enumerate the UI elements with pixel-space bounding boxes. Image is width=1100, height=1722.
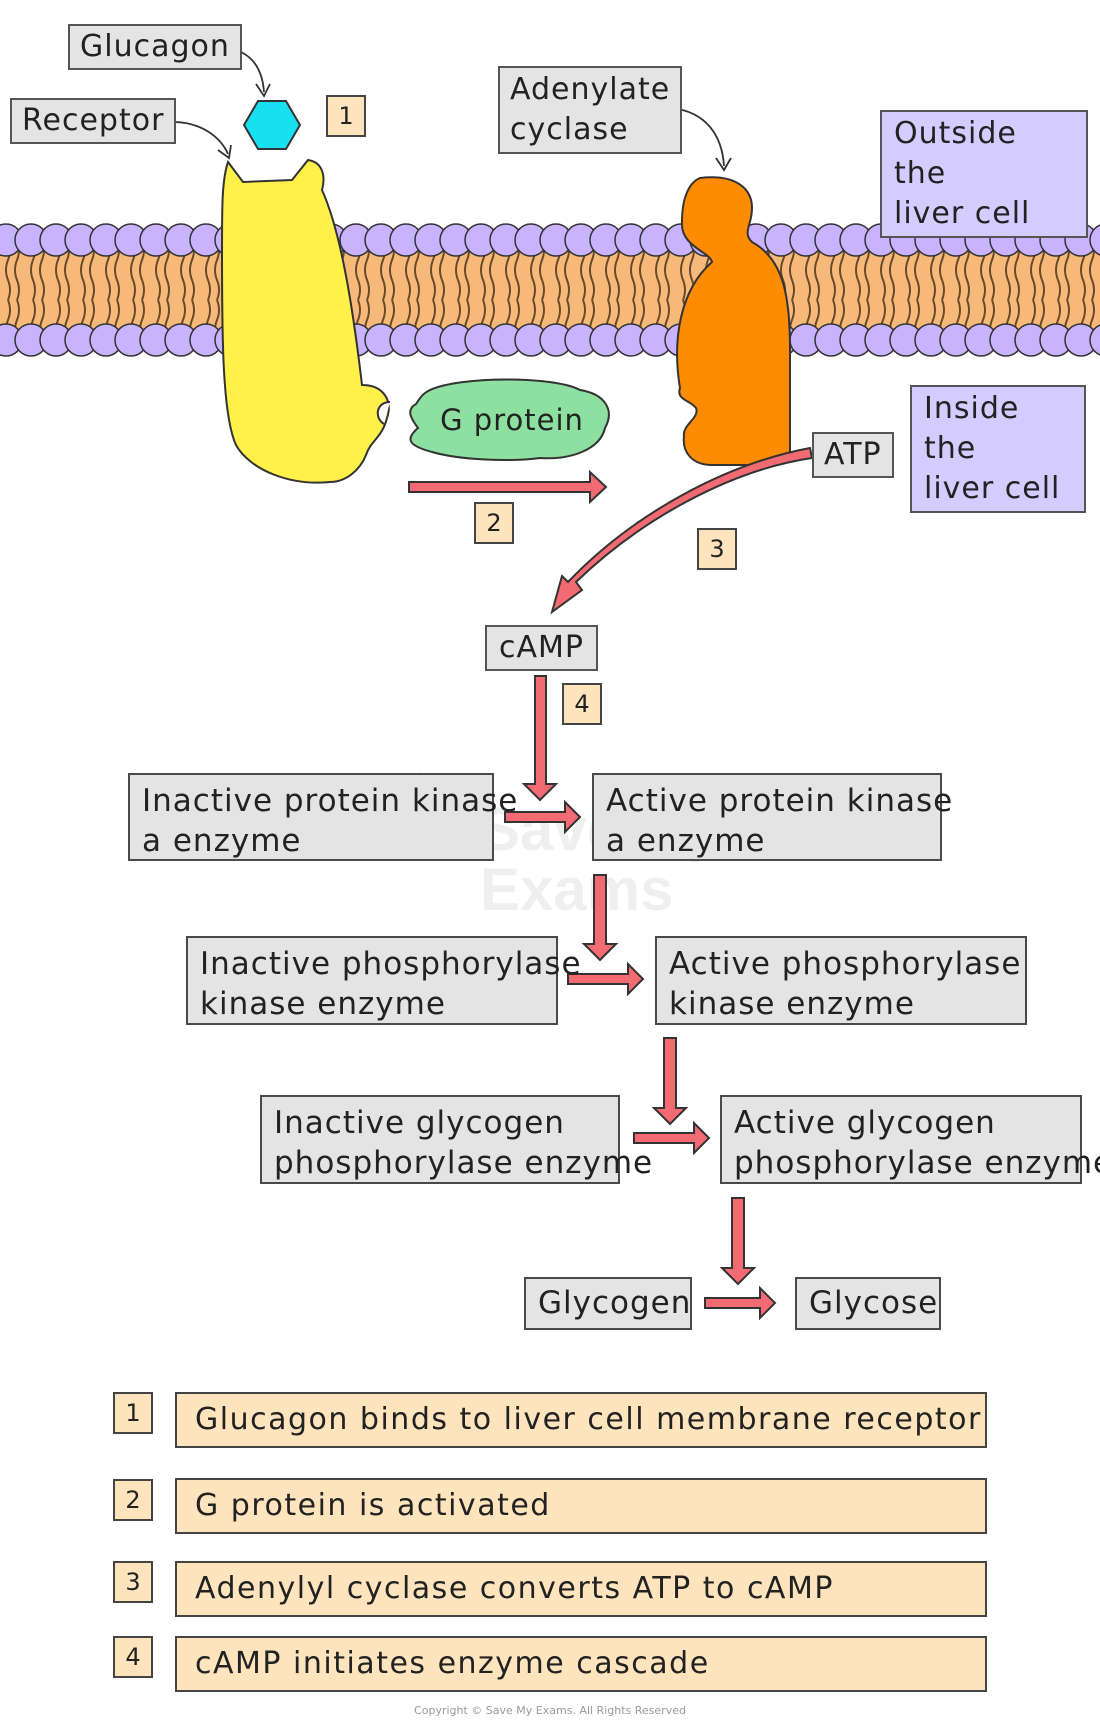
pka-inactive-line2: a enzyme [142, 823, 302, 859]
arrow-phk-activation [567, 961, 645, 997]
step-description: Adenylyl cyclase converts ATP to cAMP [175, 1561, 987, 1617]
step-number: 3 [113, 1561, 153, 1603]
g-protein-label: G protein [440, 403, 584, 437]
marker-3: 3 [697, 528, 737, 570]
step-number: 1 [113, 1392, 153, 1434]
arrow-atp-to-camp [550, 446, 814, 615]
arrow-camp-down [521, 675, 559, 802]
phospholipid-head [1089, 224, 1100, 256]
pka-active-line1: Active protein kinase [606, 783, 954, 819]
pka-inactive-line1: Inactive protein kinase [142, 783, 519, 819]
step-description: Glucagon binds to liver cell membrane re… [175, 1392, 987, 1448]
atp-label: ATP [812, 432, 894, 478]
step-number: 4 [113, 1636, 153, 1678]
arrow-receptor-to-g-protein [408, 469, 608, 505]
outside-cell-label-line2: liver cell [894, 196, 1031, 231]
phk-active-box: Active phosphorylase kinase enzyme [655, 936, 1027, 1025]
g-protein [409, 378, 610, 461]
adenylate-cyclase-protein [676, 176, 791, 466]
glucose-box: Glycose [795, 1277, 941, 1330]
pka-inactive-box: Inactive protein kinase a enzyme [128, 773, 519, 861]
inside-cell-label-line1: Inside the [924, 391, 1020, 466]
adenylate-cyclase-label: Adenylate cyclase [498, 66, 683, 154]
arrow-pka-activation [504, 799, 582, 835]
gp-inactive-box: Inactive glycogen phosphorylase enzyme [260, 1095, 654, 1184]
outside-cell-label: Outside the liver cell [880, 110, 1088, 238]
receptor-protein [221, 158, 390, 484]
arrow-gp-down [719, 1197, 757, 1286]
arrow-gp-activation [633, 1120, 711, 1156]
phk-inactive-line2: kinase enzyme [200, 986, 446, 1022]
phospholipid-heads-inner [0, 323, 1100, 357]
adenylate-cyclase-label-line2: cyclase [510, 112, 629, 147]
arrow-glycogen-to-glucose [704, 1285, 777, 1321]
glucagon-label: Glucagon [68, 24, 242, 70]
phk-active-line2: kinase enzyme [669, 986, 915, 1022]
phk-active-line1: Active phosphorylase [669, 946, 1022, 982]
adenylate-cyclase-label-line1: Adenylate [510, 72, 671, 107]
gp-inactive-line1: Inactive glycogen [274, 1105, 565, 1141]
receptor-label: Receptor [10, 98, 177, 144]
pka-active-line2: a enzyme [606, 823, 766, 859]
pka-active-box: Active protein kinase a enzyme [592, 773, 954, 861]
reaction-arrows [408, 446, 814, 1321]
glucagon-molecule [242, 100, 302, 150]
arrow-pka-down [581, 874, 619, 962]
arrow-phk-down [651, 1037, 689, 1126]
inside-cell-label-line2: liver cell [924, 471, 1061, 506]
step-description: G protein is activated [175, 1478, 987, 1534]
copyright-notice: Copyright © Save My Exams. All Rights Re… [414, 1704, 686, 1717]
marker-1: 1 [326, 95, 366, 137]
gp-active-line1: Active glycogen [734, 1105, 996, 1141]
gp-inactive-line2: phosphorylase enzyme [274, 1145, 654, 1181]
marker-4: 4 [562, 683, 602, 725]
camp-label: cAMP [485, 625, 598, 671]
step-number: 2 [113, 1479, 153, 1521]
phk-inactive-box: Inactive phosphorylase kinase enzyme [186, 936, 582, 1025]
phospholipid-heads-outer [0, 223, 1100, 257]
step-description: cAMP initiates enzyme cascade [175, 1636, 987, 1692]
inside-cell-label: Inside the liver cell [910, 385, 1086, 513]
glycogen-box: Glycogen [524, 1277, 692, 1330]
gp-active-box: Active glycogen phosphorylase enzyme [720, 1095, 1100, 1184]
phk-inactive-line1: Inactive phosphorylase [200, 946, 582, 982]
marker-2: 2 [474, 502, 514, 544]
receptor-notch [376, 401, 391, 425]
watermark-line2: Exams [480, 856, 673, 923]
cell-membrane [0, 223, 1100, 357]
outside-cell-label-line1: Outside the [894, 116, 1017, 191]
phospholipid-head [1089, 324, 1100, 356]
gp-active-line2: phosphorylase enzyme [734, 1145, 1100, 1181]
